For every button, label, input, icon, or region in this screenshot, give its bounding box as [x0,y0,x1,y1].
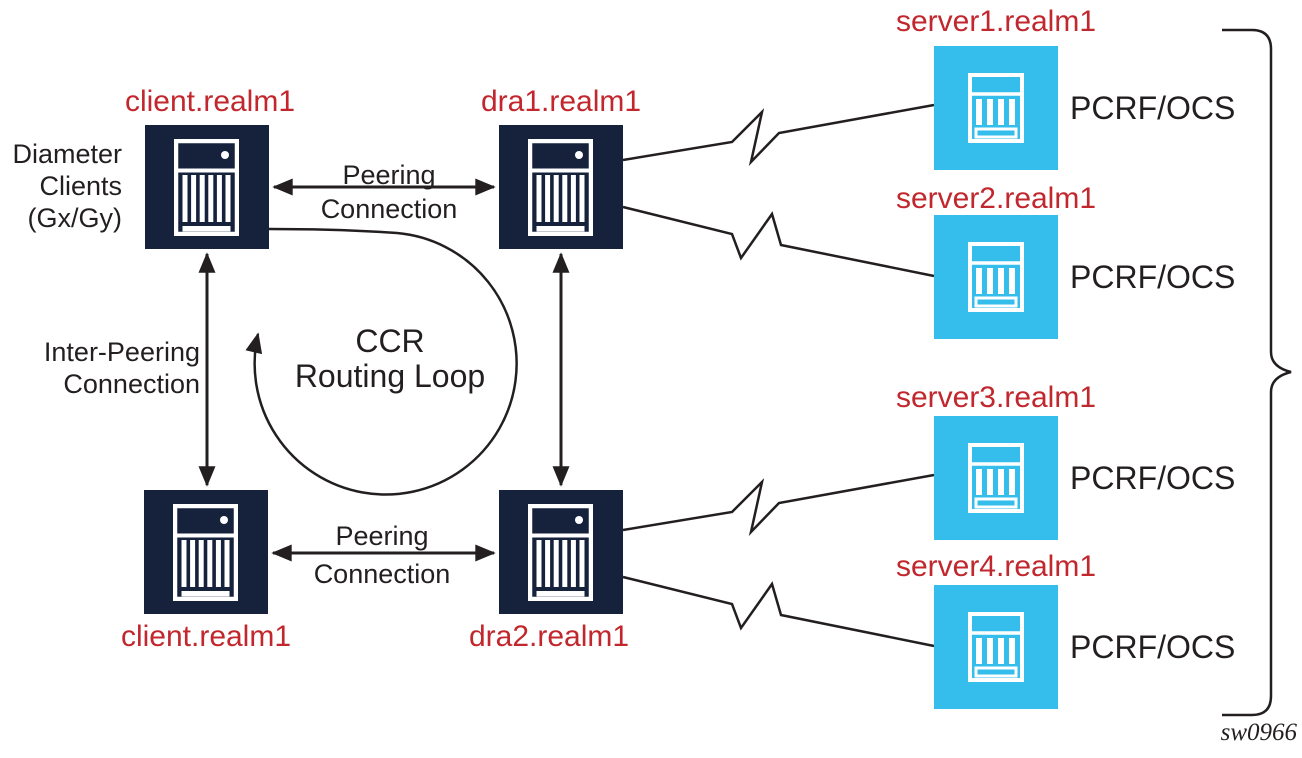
server-icon [528,504,593,601]
node-server3 [934,416,1058,540]
pcrf-server-icon [968,73,1024,143]
server-icon [173,504,238,601]
note-line: Routing Loop [294,358,486,394]
note-peering-top-line1: Peering [342,160,436,190]
note-peering-bottom-line2: Connection [313,559,451,589]
pcrf-server-icon [968,443,1024,513]
label-server2: server2.realm1 [895,182,1097,215]
label-server4: server4.realm1 [895,550,1097,583]
note-line: CCR [355,323,425,359]
note-peering-bottom-line1: Peering [335,521,429,551]
label-server1: server1.realm1 [895,5,1097,38]
node-dra2 [499,490,623,614]
note-line: Clients [39,171,122,201]
note-line: Connection [63,369,200,399]
node-server4 [934,585,1058,709]
role-label-server4: PCRF/OCS [1070,629,1236,665]
label-dra1: dra1.realm1 [480,85,642,118]
ccr-loop-arrow [245,227,518,496]
server-icon [528,139,593,236]
note-line: Inter-Peering [43,337,200,367]
node-server2 [934,215,1058,339]
note-diameter-clients: Diameter Clients (Gx/Gy) [0,138,122,234]
label-client-top: client.realm1 [124,85,296,118]
pcrf-server-icon [968,612,1024,682]
note-inter-peering: Inter-Peering Connection [0,336,200,400]
note-ccr-routing-loop: CCR Routing Loop [270,324,510,394]
label-dra2: dra2.realm1 [468,620,630,653]
link-dra2-server4 [622,575,935,648]
label-client-bottom: client.realm1 [120,620,292,653]
figure-caption: sw0966 [1220,719,1297,746]
label-server3: server3.realm1 [895,381,1097,414]
server-icon [174,139,239,236]
note-line: Diameter [12,139,122,169]
link-dra1-server2 [622,205,935,278]
role-label-server1: PCRF/OCS [1070,90,1236,126]
note-line: (Gx/Gy) [27,203,123,233]
role-label-server3: PCRF/OCS [1070,460,1236,496]
pcrf-server-icon [968,242,1024,312]
server-group-brace [1222,28,1292,717]
role-label-server2: PCRF/OCS [1070,259,1236,295]
node-client-bottom [144,490,268,614]
link-dra1-server1 [622,103,935,167]
link-dra2-server3 [622,473,935,537]
node-dra1 [499,125,623,249]
note-peering-top-line2: Connection [320,194,458,224]
node-client-top [145,125,269,249]
node-server1 [934,46,1058,170]
